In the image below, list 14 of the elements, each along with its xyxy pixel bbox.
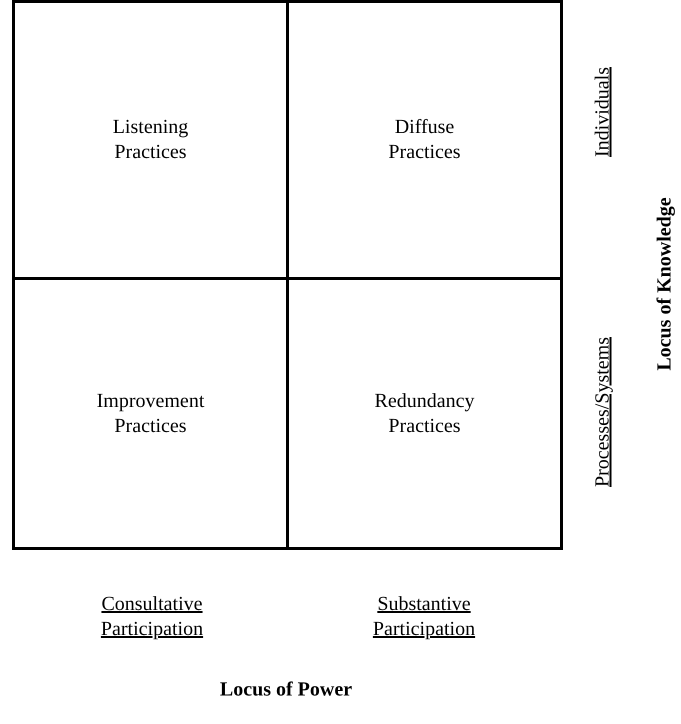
quadrant-label: Improvement Practices: [96, 388, 206, 438]
quadrant-label: Listening Practices: [112, 115, 190, 165]
axis-category-label: Substantive Participation: [372, 592, 476, 642]
quadrant-box: [286, 277, 563, 550]
quadrant-box: [12, 277, 289, 550]
axis-title: Locus of Knowledge: [652, 197, 676, 371]
axis-title: Locus of Power: [218, 678, 354, 702]
axis-category-label: Consultative Participation: [100, 592, 204, 642]
quadrant-label: Diffuse Practices: [387, 115, 462, 165]
quadrant-box: [12, 0, 289, 280]
axis-category-label: Individuals: [590, 67, 614, 157]
quadrant-box: [286, 0, 563, 280]
axis-category-label: Processes/Systems: [590, 337, 614, 487]
quadrant-label: Redundancy Practices: [374, 388, 476, 438]
